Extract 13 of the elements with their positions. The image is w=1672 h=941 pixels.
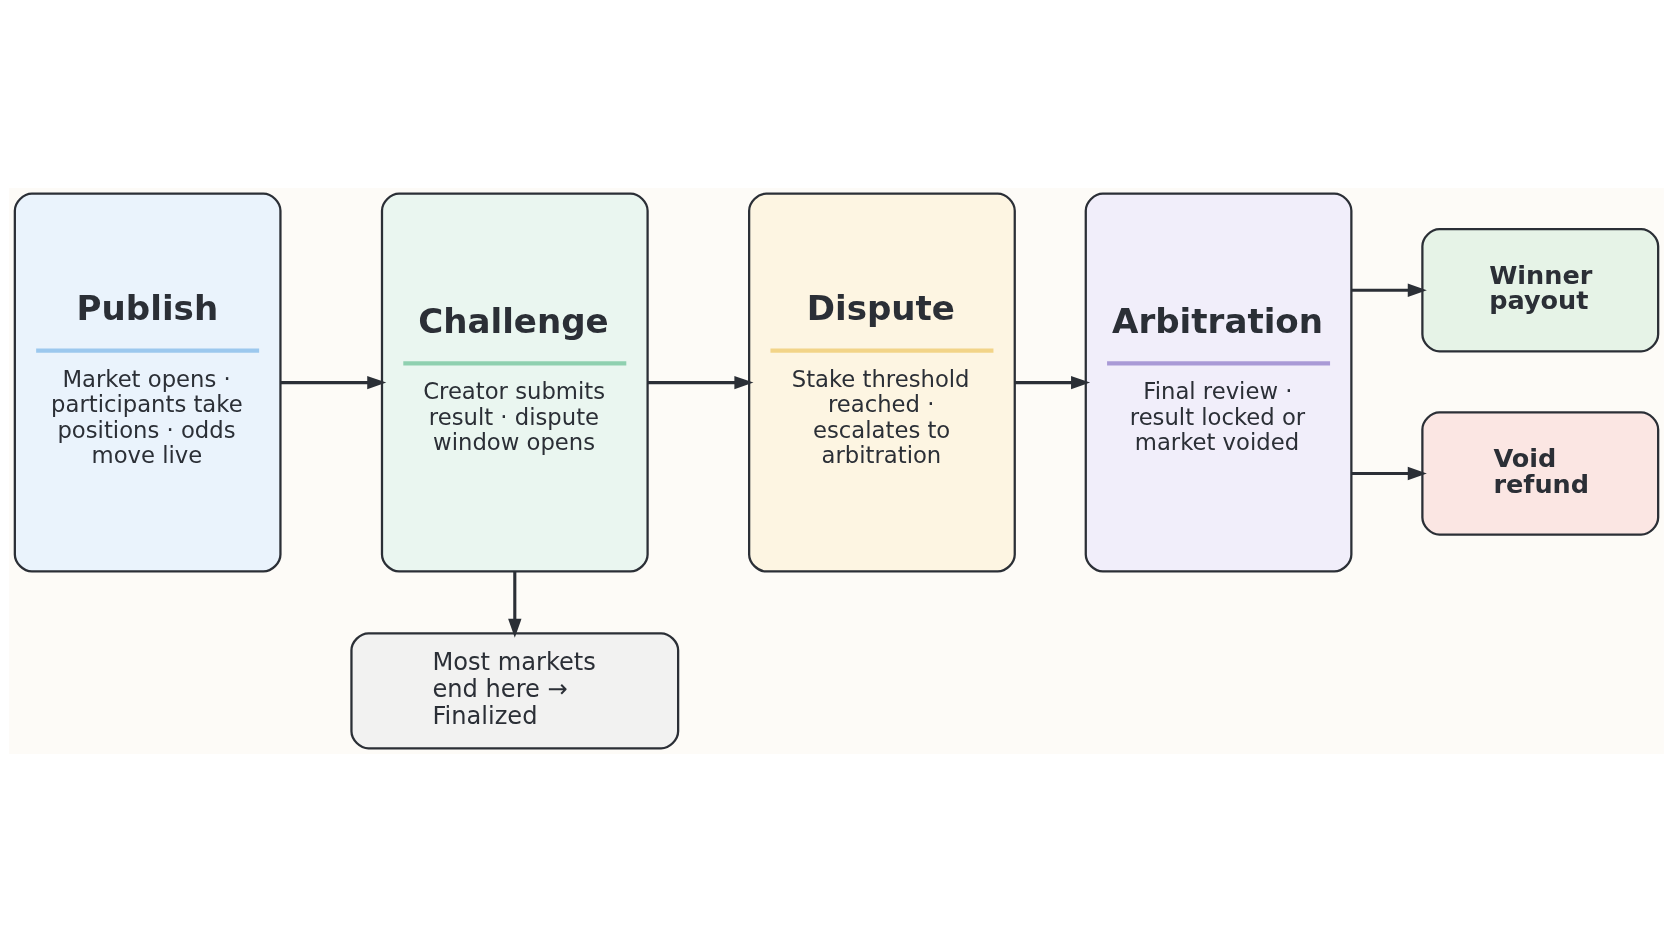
node-box: Challenge Creator submits result · dispute window opens xyxy=(380,192,649,573)
node-box: Most markets end here → Finalized xyxy=(349,631,679,749)
arrow xyxy=(1351,283,1427,297)
arrow xyxy=(1014,375,1090,389)
node-box: Void refund xyxy=(1420,410,1659,536)
arrow xyxy=(280,375,386,389)
node-box: Dispute Stake threshold reached · escalates to arbitration xyxy=(747,192,1016,573)
arrow xyxy=(647,375,753,389)
node-box: Publish Market opens · participants take positions · odds move live xyxy=(13,192,282,573)
node-box: Winner payout xyxy=(1420,227,1659,352)
arrow xyxy=(507,571,521,638)
node-box: Arbitration Final review · result locked or market voided xyxy=(1084,192,1352,573)
arrow xyxy=(1351,466,1427,480)
